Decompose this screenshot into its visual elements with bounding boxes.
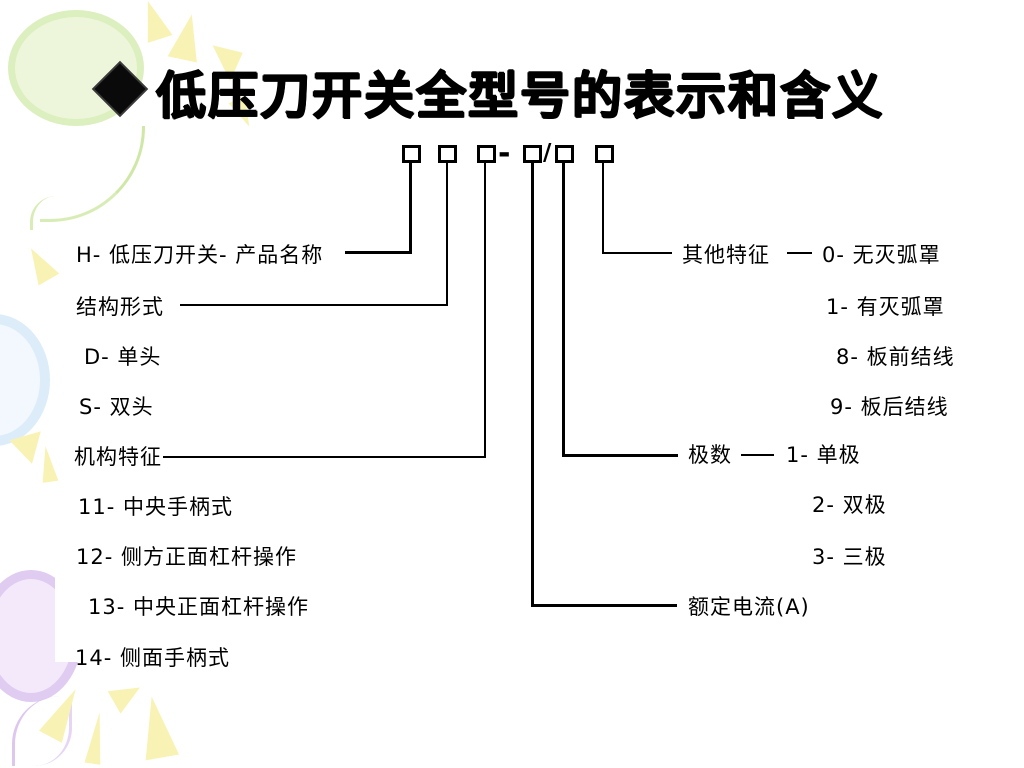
connector-line <box>531 163 534 607</box>
annotation-code-12: 12- 侧方正面杠杆操作 <box>76 545 297 569</box>
diamond-bullet-icon <box>94 63 146 115</box>
annotation-product-name: H- 低压刀开关- 产品名称 <box>76 243 324 267</box>
model-code-box <box>438 145 457 163</box>
connector-line <box>484 163 486 458</box>
annotation-code-1-pole: 1- 单极 <box>786 443 861 467</box>
annotation-code-0: 0- 无灭弧罩 <box>822 243 941 267</box>
connector-line <box>562 163 565 457</box>
model-code-box <box>523 145 542 163</box>
model-code-box <box>477 145 496 163</box>
page-title: 低压刀开关全型号的表示和含义 <box>156 67 884 125</box>
annotation-other-features: 其他特征 <box>682 243 770 267</box>
connector-line <box>602 252 672 254</box>
connector-line <box>409 163 412 253</box>
annotation-code-1-cover: 1- 有灭弧罩 <box>826 295 945 319</box>
annotation-mechanism-feature: 机构特征 <box>74 445 162 469</box>
white-clip-rect <box>55 566 320 662</box>
annotation-structure-type: 结构形式 <box>76 295 164 319</box>
annotation-pole-count: 极数 <box>688 443 732 467</box>
purple-balloon-string-icon <box>34 700 72 766</box>
annotation-double-head: S- 双头 <box>79 395 154 419</box>
annotation-single-head: D- 单头 <box>84 345 162 369</box>
purple-balloon-string-icon <box>12 696 60 766</box>
connector-line <box>602 163 604 254</box>
connector-line <box>531 604 677 607</box>
connector-dash <box>787 252 812 254</box>
annotation-rated-current: 额定电流(A) <box>688 595 810 619</box>
annotation-code-9: 9- 板后结线 <box>830 395 949 419</box>
connector-line <box>180 304 448 306</box>
model-code-box <box>555 145 574 163</box>
annotation-code-2-pole: 2- 双极 <box>812 493 887 517</box>
model-code-dash: - <box>498 136 511 171</box>
annotation-code-3-pole: 3- 三极 <box>812 545 887 569</box>
model-code-slash: / <box>543 140 552 166</box>
connector-line <box>446 163 448 306</box>
model-code-box <box>402 145 421 163</box>
connector-dash <box>741 454 774 456</box>
connector-line <box>163 456 486 458</box>
green-balloon-string-icon <box>30 196 56 230</box>
annotation-code-11: 11- 中央手柄式 <box>78 495 233 519</box>
annotation-code-14: 14- 侧面手柄式 <box>75 646 230 670</box>
annotation-code-13: 13- 中央正面杠杆操作 <box>88 595 309 619</box>
connector-line <box>345 251 412 254</box>
connector-line <box>562 454 678 457</box>
annotation-code-8: 8- 板前结线 <box>836 345 955 369</box>
model-code-box <box>595 145 614 163</box>
